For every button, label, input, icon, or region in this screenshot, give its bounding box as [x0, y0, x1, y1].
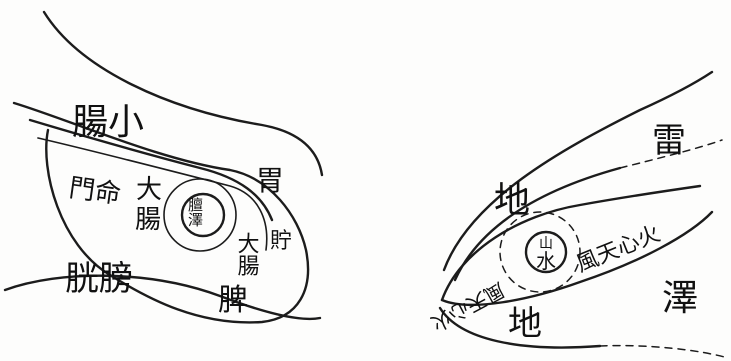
right-bottom-sweep-dashed — [599, 344, 729, 359]
label-large-intestine-bottom: 腸 — [135, 205, 161, 235]
right-upper-arc — [442, 70, 714, 272]
label-stomach: 胃 — [256, 164, 284, 197]
label-bladder: 胱膀 — [65, 259, 133, 299]
label-seal-top: 山 — [539, 236, 553, 252]
label-fire-right: 風天心火 — [573, 221, 664, 277]
left-lower-sweep — [3, 274, 322, 321]
left-inner-arc — [28, 118, 274, 222]
label-spleen: 脾 — [218, 283, 248, 318]
label-fire-left: 風天心火 — [427, 278, 509, 337]
left-central-circle — [163, 178, 237, 252]
label-seal: 膻澤 — [186, 197, 204, 227]
right-second-arc-dashed — [619, 139, 723, 169]
label-seal-bottom: 水 — [536, 249, 556, 273]
label-kidney-small: 貯 — [270, 229, 292, 254]
label-thunder: 雷 — [652, 121, 686, 161]
right-diagram — [438, 70, 729, 359]
left-diagram — [3, 10, 324, 324]
left-outer-upper-curve — [42, 10, 324, 177]
label-earth-top: 地 — [494, 180, 530, 221]
right-lower-curve — [440, 210, 714, 306]
right-bottom-sweep — [438, 306, 602, 349]
label-large-intestine-top: 大 — [136, 175, 162, 205]
label-lake: 澤 — [662, 278, 698, 319]
right-dashed-circle — [499, 211, 581, 293]
label-life-gate: 門命 — [67, 173, 123, 210]
label-earth-bottom: 地 — [508, 304, 542, 344]
label-small-intestine: 腸小 — [72, 102, 144, 143]
right-inner-lobe — [440, 184, 702, 302]
left-outer-lobe — [12, 101, 310, 324]
right-seal-circle — [524, 230, 568, 274]
label-large-intestine-inner: 大腸 — [234, 232, 260, 276]
left-seal-circle — [180, 192, 226, 238]
